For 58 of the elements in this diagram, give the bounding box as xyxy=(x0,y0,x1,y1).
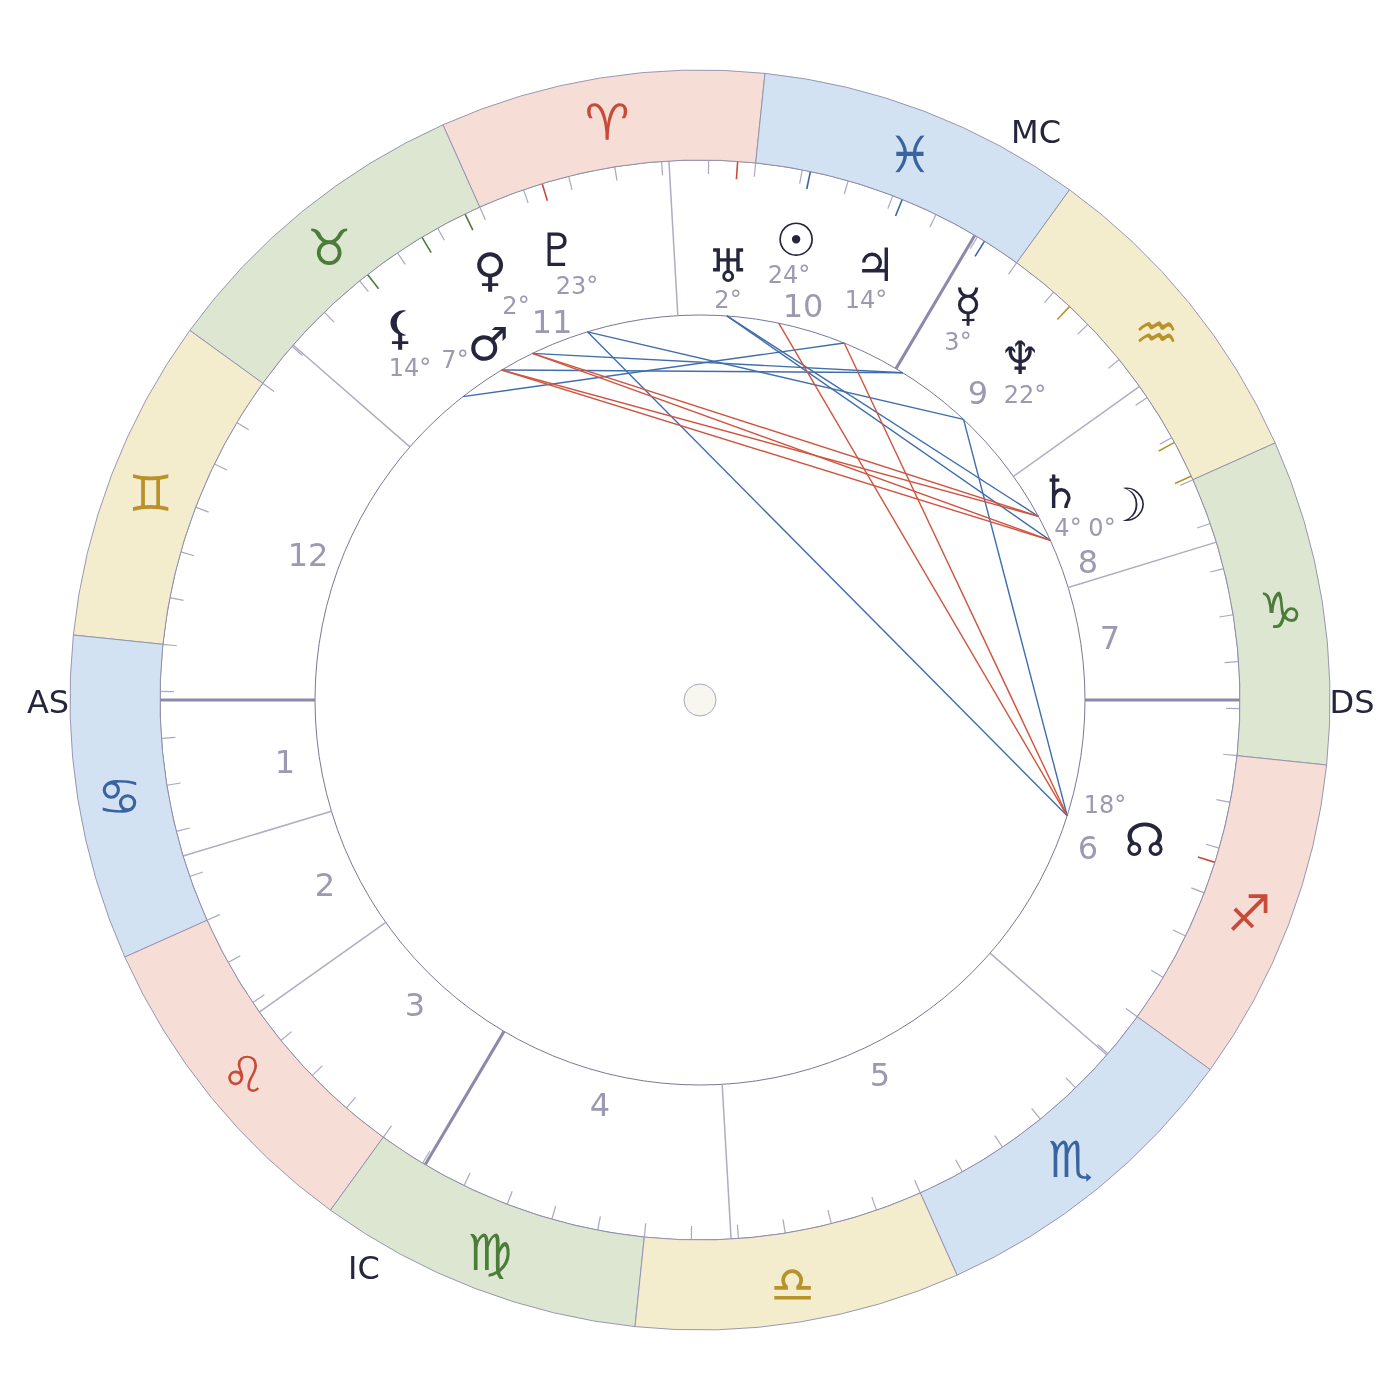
house-number: 7 xyxy=(1099,622,1121,654)
house-number: 10 xyxy=(782,290,824,322)
planet-symbol: ♅ xyxy=(707,243,749,289)
degree-label: 3° xyxy=(944,330,972,354)
zodiac-sign-symbol: ♌ xyxy=(221,1049,266,1100)
zodiac-sector xyxy=(330,1137,645,1327)
zodiac-sector xyxy=(920,1016,1211,1276)
zodiac-sign-symbol: ♈ xyxy=(584,98,630,149)
degree-label: 24° xyxy=(767,263,811,287)
planet-symbol: ⚸ xyxy=(383,305,417,351)
planet-symbol: ♀ xyxy=(473,247,507,293)
axis-label: MC xyxy=(1011,116,1061,148)
house-number: 8 xyxy=(1077,546,1099,578)
house-number: 9 xyxy=(967,377,989,409)
zodiac-sector xyxy=(70,635,207,958)
zodiac-sign-symbol: ♑ xyxy=(1258,586,1304,637)
house-number: 4 xyxy=(589,1089,611,1121)
degree-label: 14° xyxy=(388,356,432,380)
zodiac-sign-symbol: ♊ xyxy=(128,469,174,520)
planet-symbol: ☉ xyxy=(775,217,817,263)
planet-symbol: ♄ xyxy=(1039,469,1081,515)
planet-symbol: ♃ xyxy=(854,242,896,288)
zodiac-sector xyxy=(442,70,765,207)
zodiac-sign-symbol: ♋ xyxy=(96,771,142,822)
zodiac-sector xyxy=(124,920,384,1211)
house-number: 1 xyxy=(274,746,296,778)
zodiac-sign-symbol: ♉ xyxy=(306,222,352,273)
degree-label: 14° xyxy=(844,288,888,312)
house-number: 11 xyxy=(531,306,573,338)
zodiac-sign-symbol: ♍ xyxy=(467,1228,513,1279)
zodiac-sign-symbol: ♏ xyxy=(1048,1135,1094,1186)
zodiac-sign-symbol: ♎ xyxy=(770,1259,816,1310)
planet-symbol: ☊ xyxy=(1124,817,1166,863)
zodiac-sign-symbol: ♒ xyxy=(1134,308,1179,359)
house-number: 6 xyxy=(1077,832,1099,864)
degree-label: 22° xyxy=(1003,383,1047,407)
zodiac-sector xyxy=(1193,442,1330,765)
zodiac-sector xyxy=(635,1193,958,1330)
degree-label: 2° xyxy=(714,288,742,312)
degree-label: 23° xyxy=(555,274,599,298)
zodiac-sector xyxy=(73,330,263,645)
axis-label: AS xyxy=(26,686,70,718)
planet-symbol: ♂ xyxy=(467,321,509,367)
axis-label: IC xyxy=(348,1252,380,1284)
zodiac-sign-symbol: ♐ xyxy=(1226,888,1272,939)
degree-label: 4° xyxy=(1054,516,1082,540)
house-number: 3 xyxy=(404,989,426,1021)
zodiac-sign-symbol: ♓ xyxy=(887,129,933,180)
planet-symbol: ☿ xyxy=(953,282,983,328)
house-number: 5 xyxy=(869,1059,891,1091)
degree-label: 2° xyxy=(502,294,530,318)
axis-label: DS xyxy=(1329,686,1375,718)
degree-label: 7° xyxy=(441,348,469,372)
house-number: 12 xyxy=(287,539,329,571)
degree-label: 18° xyxy=(1083,793,1127,817)
planet-symbol: ♆ xyxy=(999,335,1041,381)
planet-symbol: ♇ xyxy=(536,227,578,273)
house-number: 2 xyxy=(314,869,336,901)
